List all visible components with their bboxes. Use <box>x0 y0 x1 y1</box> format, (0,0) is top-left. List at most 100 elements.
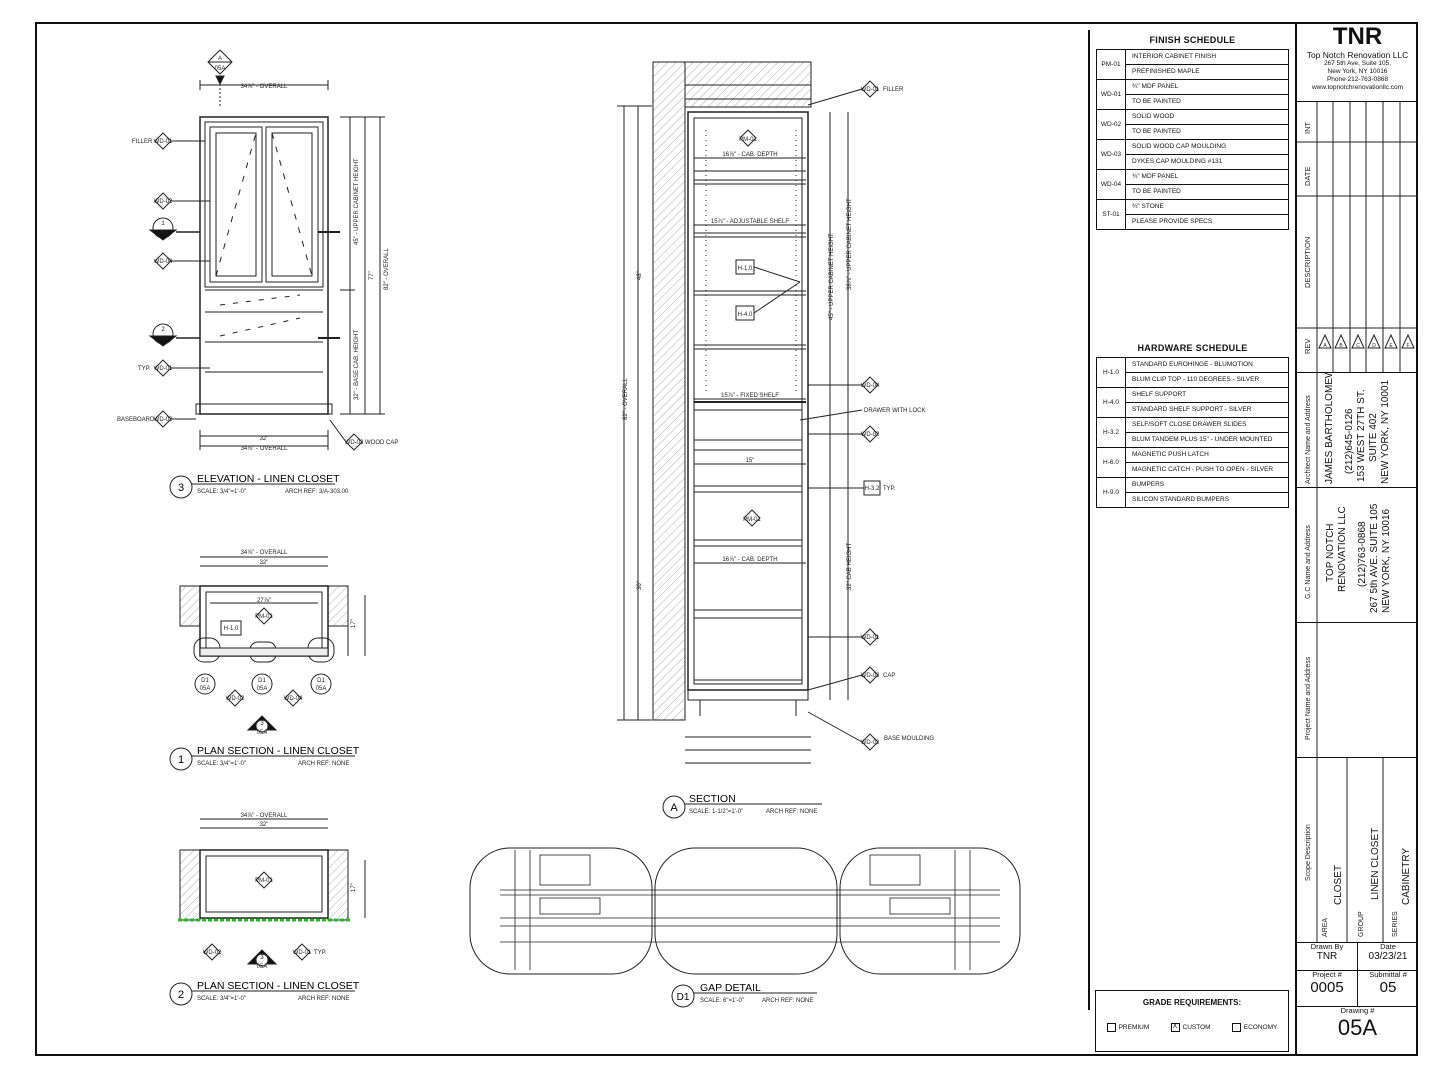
section-a-drawing <box>617 61 881 764</box>
drawing-sheet-border <box>35 22 1418 1056</box>
grade-option-economy[interactable]: ECONOMY <box>1231 1023 1278 1032</box>
premium-checkbox[interactable] <box>1106 1023 1116 1032</box>
plan1-dim-17: 17" <box>351 619 357 628</box>
hardware-schedule-code: H-9.0 <box>1097 478 1126 507</box>
drawn-date-row: Drawn By TNR Date 03/23/21 <box>1297 942 1418 971</box>
series-label: SERIES <box>1392 911 1399 937</box>
callout-a-letter: A <box>218 56 222 62</box>
rev-mark-c: C <box>1356 343 1360 349</box>
rev-mark-b: B <box>1339 343 1343 349</box>
finish-schedule-line: ¾" STONE <box>1126 200 1288 215</box>
view-a-letter: A <box>670 802 678 814</box>
area-value: CLOSET <box>1333 865 1344 905</box>
company-header: TNR Top Notch Renovation LLC 267 5th Ave… <box>1297 22 1418 102</box>
company-address-2: New York, NY 10016 <box>1327 68 1388 75</box>
wood-cap-label: WOOD CAP <box>365 440 398 446</box>
tag-wd04-a: WD-04 <box>154 259 173 265</box>
project-number-label: Project # <box>1312 970 1342 979</box>
sec-tag-wd04: WD-04 <box>861 383 880 389</box>
section-marker-2-num: 2 <box>161 327 165 333</box>
elev-overall-dim-bottom: 34⅞" - OVERALL <box>241 446 288 452</box>
sec-fixed-shelf: 15⅞" - FIXED SHELF <box>721 393 779 399</box>
finish-schedule-code: WD-04 <box>1097 170 1126 199</box>
grade-option-premium[interactable]: PREMIUM <box>1106 1023 1149 1032</box>
sec-tag-wd03: WD-03 <box>861 673 880 679</box>
elev-dim-32: 32" <box>260 436 269 442</box>
finish-schedule-line: TO BE PAINTED <box>1132 188 1181 195</box>
architect-suite: SUITE 402 <box>1368 413 1379 462</box>
gc-label: G.C Name and Address <box>1305 525 1312 599</box>
hardware-schedule-line: MAGNETIC CATCH - PUSH TO OPEN - SILVER <box>1132 466 1274 473</box>
view-3-ref: ARCH REF: 3/A-303.00 <box>285 489 349 495</box>
elev-overall-dim: 34⅞" - OVERALL <box>241 84 288 90</box>
view-d1-title: GAP DETAIL <box>700 982 761 994</box>
rev-mark-a: A <box>1323 343 1327 349</box>
finish-schedule-line: TO BE PAINTED <box>1132 128 1181 135</box>
scope-block: Scope Description AREA CLOSET GROUP LINE… <box>1297 757 1418 943</box>
plan-section-1-drawing <box>179 556 366 733</box>
date-label: Date <box>1380 942 1396 951</box>
architect-label: Architect Name and Address <box>1305 395 1312 484</box>
company-phone: Phone 212-763-0868 <box>1326 76 1389 83</box>
view-d1-scale: SCALE: 6"=1'-0" <box>700 998 744 1004</box>
sec-tag-pm01-b: PM-01 <box>743 517 761 523</box>
plan1-d1-b: D1 <box>258 678 266 684</box>
base-height-label: 32" - BASE CAB. HEIGHT <box>354 330 360 400</box>
sec-tag-wd01-bottom: WD-01 <box>861 635 880 641</box>
revision-block: INT DATE DESCRIPTION REV A B C D E F <box>1297 102 1418 373</box>
finish-schedule-code: WD-01 <box>1097 80 1126 109</box>
plan2-dim-17: 17" <box>351 883 357 892</box>
architect-street: 153 WEST 27TH ST. <box>1356 389 1367 482</box>
sec-cab-height-32: 32" CAB HEIGHT <box>847 543 853 590</box>
view-2-title: PLAN SECTION - LINEN CLOSET <box>197 980 360 992</box>
plan2-typ: TYP. <box>314 950 327 956</box>
view-a-ref: ARCH REF: NONE <box>766 809 817 815</box>
custom-checkbox[interactable]: X <box>1170 1023 1180 1032</box>
company-website[interactable]: www.topnotchrenovationllc.com <box>1311 84 1404 91</box>
finish-schedule-code: ST-01 <box>1097 200 1126 229</box>
view-a-scale: SCALE: 1-1/2"=1'-0" <box>689 809 743 815</box>
view-3-number: 3 <box>178 482 184 494</box>
hardware-schedule-code: H-1.0 <box>1097 358 1126 387</box>
title-block: TNR Top Notch Renovation LLC 267 5th Ave… <box>1295 22 1418 1056</box>
plan2-overall-dim: 34⅞" - OVERALL <box>241 813 288 819</box>
view-d1-label: D1 <box>677 992 690 1003</box>
economy-checkbox[interactable] <box>1231 1023 1241 1032</box>
economy-label: ECONOMY <box>1243 1024 1278 1032</box>
sec-overall-82: 82" - OVERALL <box>623 378 629 420</box>
finish-schedule-line: DYKES CAP MOULDING #131 <box>1132 158 1223 165</box>
project-label: Project Name and Address <box>1305 656 1312 740</box>
sec-base-moulding-label: BASE MOULDING <box>884 736 934 742</box>
plan1-dim-32: 32" <box>260 560 269 566</box>
drawing-number-value: 05A <box>1337 1015 1378 1040</box>
project-submittal-row: Project # 0005 Submittal # 05 <box>1297 970 1418 1007</box>
view-3-title: ELEVATION - LINEN CLOSET <box>197 473 340 485</box>
finish-schedule-code: WD-03 <box>1097 140 1126 169</box>
plan1-marker-num: 3 <box>260 721 264 727</box>
hardware-schedule-line: BLUM TANDEM PLUS 15" - UNDER MOUNTED <box>1132 436 1273 443</box>
sec-dim-15: 15" <box>746 458 755 464</box>
sec-dim-36: 36" <box>637 581 643 590</box>
section-marker-1-num: 1 <box>161 221 165 227</box>
project-number-value: 0005 <box>1310 979 1344 996</box>
hardware-schedule-description: MAGNETIC PUSH LATCH MAGNETIC CATCH - PUSH… <box>1126 448 1288 477</box>
view-2-ref: ARCH REF: NONE <box>298 996 349 1002</box>
hardware-schedule-line: MAGNETIC PUSH LATCH <box>1126 448 1288 463</box>
project-block: Project Name and Address <box>1297 622 1418 758</box>
view-1-title: PLAN SECTION - LINEN CLOSET <box>197 745 360 757</box>
plan2-dim-32: 32" <box>260 822 269 828</box>
sec-tag-pm01-a: PM-01 <box>739 137 757 143</box>
finish-schedule-line: PLEASE PROVIDE SPECS <box>1132 218 1213 225</box>
date-value: 03/23/21 <box>1368 951 1408 962</box>
